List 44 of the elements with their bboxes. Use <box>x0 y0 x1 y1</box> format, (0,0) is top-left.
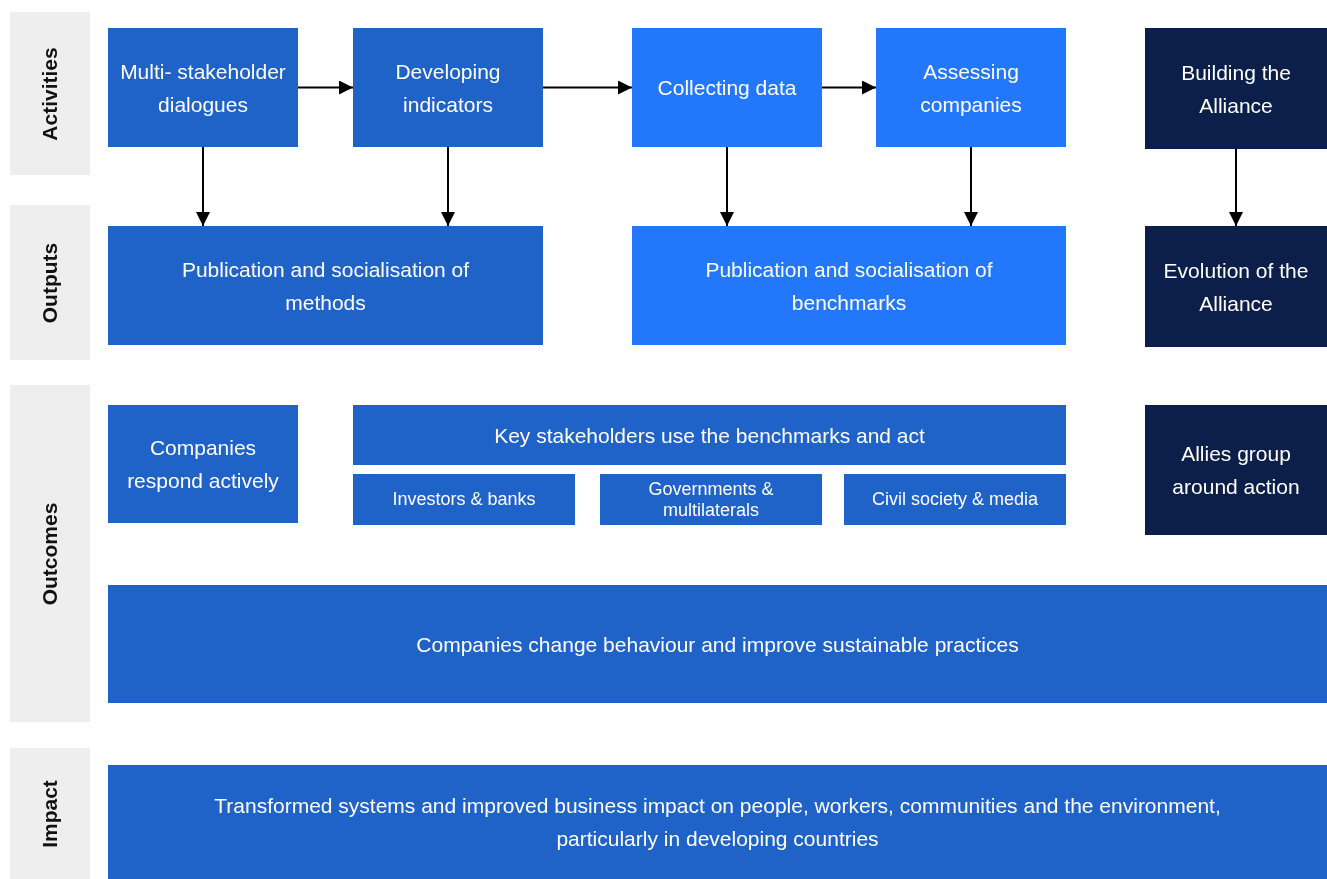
process-box <box>1145 405 1327 535</box>
box-label: Allies group around action <box>1171 441 1301 500</box>
box-label: Civil society & media <box>871 489 1039 510</box>
process-box <box>632 28 822 147</box>
row-label: Outputs <box>38 242 62 323</box>
arrow <box>297 80 354 95</box>
arrow <box>441 146 455 227</box>
box-label: Governments & multilaterals <box>647 478 775 521</box>
box-label: Developing indicators <box>394 58 502 118</box>
box-label: Evolution of the Alliance <box>1162 257 1310 317</box>
row-label: Impact <box>38 779 62 848</box>
arrow <box>720 146 734 227</box>
arrow <box>964 146 978 227</box>
row-label: Activities <box>38 46 62 141</box>
process-box <box>108 405 298 523</box>
process-box <box>353 28 543 147</box>
process-box <box>876 28 1066 147</box>
process-box <box>600 474 822 525</box>
box-label: Publication and socialisation of methods <box>180 256 471 316</box>
box-label: Multi- stakeholder dialogues <box>119 58 287 118</box>
box-label: Companies change behaviour and improve sustainable practices <box>416 631 1019 658</box>
box-label: Building the Alliance <box>1180 59 1292 119</box>
box-label: Investors & banks <box>392 489 536 510</box>
process-box <box>632 226 1066 345</box>
row-label: Outcomes <box>38 502 62 605</box>
process-box <box>353 474 575 525</box>
arrow <box>821 80 877 95</box>
process-box <box>844 474 1066 525</box>
box-label: Companies respond actively <box>126 435 280 494</box>
box-label: Collecting data <box>657 75 797 101</box>
arrow <box>196 146 210 227</box>
process-box <box>108 226 543 345</box>
process-box <box>1145 28 1327 149</box>
box-label: Key stakeholders use the benchmarks and act <box>494 422 925 449</box>
box-label: Assessing companies <box>919 58 1023 118</box>
box-label: Transformed systems and improved business impact on people, workers, communities and the environment, particularly in developing countries <box>213 793 1222 852</box>
box-label: Publication and socialisation of benchmarks <box>704 256 994 316</box>
process-box <box>108 765 1327 879</box>
process-box <box>108 585 1327 703</box>
process-box <box>108 28 298 147</box>
process-box <box>353 405 1066 465</box>
arrow <box>542 80 633 95</box>
arrow <box>1229 148 1243 227</box>
process-box <box>1145 226 1327 347</box>
